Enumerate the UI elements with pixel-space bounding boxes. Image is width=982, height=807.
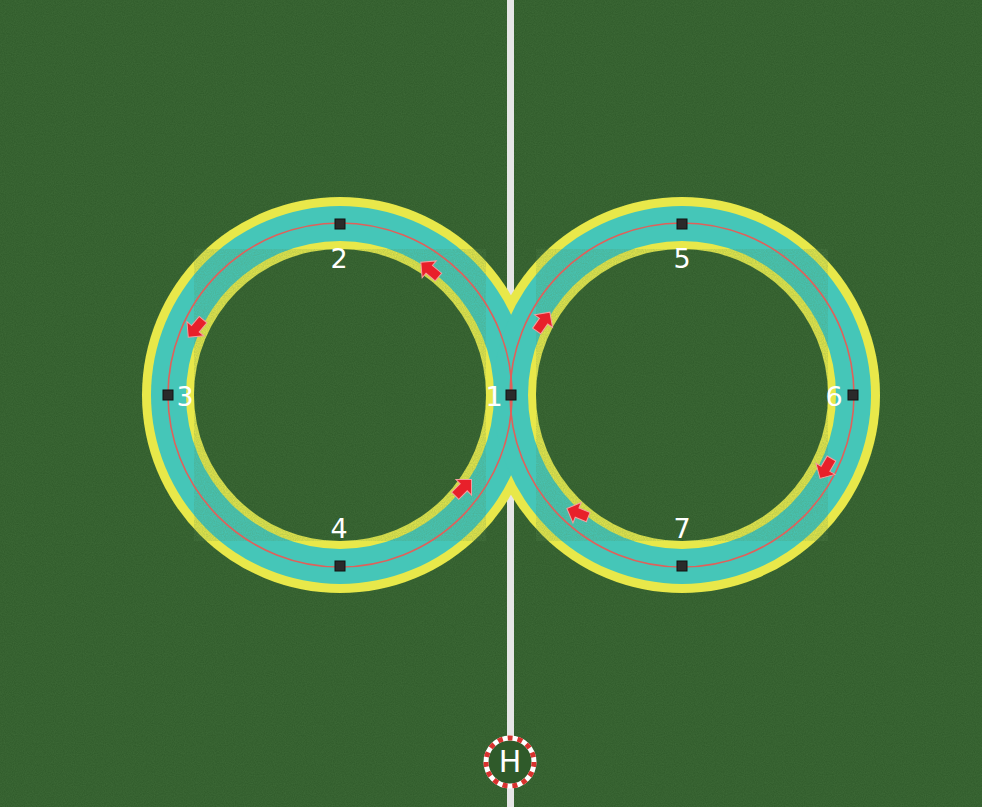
direction-arrows xyxy=(180,254,841,527)
callout-number: 5 xyxy=(673,245,690,272)
callout-number: 1 xyxy=(485,383,502,410)
helipad: H xyxy=(483,735,537,789)
direction-arrow xyxy=(414,254,446,286)
callout-number: 6 xyxy=(825,383,842,410)
callout-number: 4 xyxy=(330,515,347,542)
waypoint-markers xyxy=(163,219,858,571)
direction-arrow xyxy=(180,313,212,345)
direction-arrow xyxy=(528,306,559,337)
direction-arrow xyxy=(447,472,479,504)
track xyxy=(142,197,880,593)
callout-number: 2 xyxy=(330,245,347,272)
helipad-letter: H xyxy=(499,747,522,777)
direction-arrow xyxy=(563,498,593,527)
direction-arrow xyxy=(810,453,841,484)
callout-number: 7 xyxy=(673,515,690,542)
callout-number: 3 xyxy=(176,383,193,410)
